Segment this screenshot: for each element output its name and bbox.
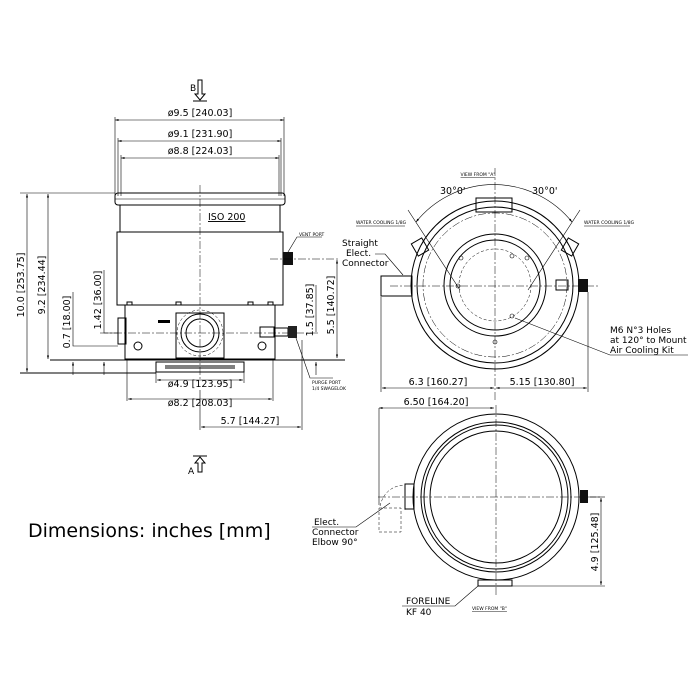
foreline-flange bbox=[477, 579, 513, 587]
vent-port-label: VENT PORT bbox=[299, 232, 325, 238]
dim-h92: 9.2 [234.44] bbox=[37, 256, 48, 315]
dim-w63: 6.3 [160.27] bbox=[409, 377, 468, 388]
straight-connector-label-2: Elect. bbox=[346, 249, 371, 259]
purge-port-icon bbox=[288, 326, 297, 338]
holes-label-2: at 120° to Mount bbox=[610, 336, 687, 346]
dim-d95: ø9.5 [240.03] bbox=[168, 108, 233, 119]
side-view: B ø9.5 [240.03] ø9.1 [231.90] ø8.8 [224.… bbox=[16, 79, 347, 477]
arrow-a-icon bbox=[193, 456, 207, 473]
view-a-marker: A bbox=[188, 467, 195, 477]
straight-connector-label-3: Connector bbox=[342, 259, 389, 269]
water-cooling-right: WATER COOLING 1/8G bbox=[584, 220, 635, 226]
dim-d91: ø9.1 [231.90] bbox=[168, 129, 233, 140]
angle-left: 30°0' bbox=[440, 186, 466, 197]
elbow-connector-label-1: Elect. bbox=[314, 518, 339, 528]
holes-label-3: Air Cooling Kit bbox=[610, 346, 674, 356]
arrow-b-icon bbox=[193, 79, 207, 101]
dim-h55: 5.5 [140.72] bbox=[326, 276, 337, 335]
dim-d88: ø8.8 [224.03] bbox=[168, 146, 233, 157]
bottom-view-title: VIEW FROM "B" bbox=[472, 606, 507, 612]
straight-connector bbox=[380, 275, 413, 297]
dim-w650: 6.50 [164.20] bbox=[404, 397, 469, 408]
elbow-connector bbox=[379, 484, 406, 510]
foreline-size: KF 40 bbox=[406, 608, 432, 618]
purge-port-size: 1/4 SWAGELOK bbox=[312, 386, 347, 392]
side-connector bbox=[117, 317, 127, 345]
units-legend: Dimensions: inches [mm] bbox=[28, 520, 271, 542]
straight-connector-label-1: Straight bbox=[342, 239, 378, 249]
elbow-connector-label-2: Connector bbox=[312, 528, 359, 538]
top-view: VIEW FROM "A" 30°0' 30°0' WATER COOLING … bbox=[342, 168, 688, 410]
dim-h15: 1.5 [37.85] bbox=[305, 284, 316, 337]
bottom-view: Elect. Connector Elbow 90° FORELINE KF 4… bbox=[312, 405, 605, 618]
view-b-marker: B bbox=[190, 84, 196, 94]
vent-port-icon bbox=[283, 252, 293, 265]
angle-right: 30°0' bbox=[532, 186, 558, 197]
purge-port-label: PURGE PORT bbox=[312, 380, 341, 386]
foreline-label: FORELINE bbox=[406, 597, 451, 607]
elbow-connector-label-3: Elbow 90° bbox=[312, 538, 358, 548]
dim-h142: 1.42 [36.00] bbox=[93, 271, 104, 330]
dim-d49: ø4.9 [123.95] bbox=[168, 379, 233, 390]
dim-h100: 10.0 [253.75] bbox=[16, 253, 27, 318]
dim-w515: 5.15 [130.80] bbox=[510, 377, 575, 388]
dim-h49: 4.9 [125.48] bbox=[590, 513, 601, 572]
dim-h07: 0.7 [18.00] bbox=[62, 296, 73, 349]
top-view-title: VIEW FROM "A" bbox=[461, 172, 496, 178]
holes-label-1: M6 N°3 Holes bbox=[610, 326, 671, 336]
dim-w57: 5.7 [144.27] bbox=[221, 416, 280, 427]
flange-label: ISO 200 bbox=[208, 212, 245, 223]
water-cooling-left: WATER COOLING 1/8G bbox=[356, 220, 407, 226]
